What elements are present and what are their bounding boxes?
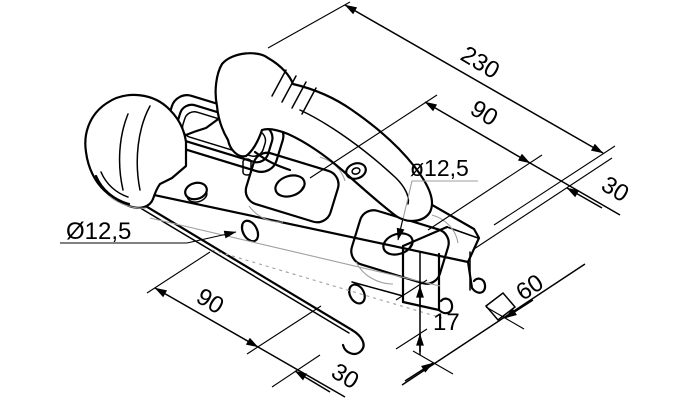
dim-label-front-hole-pitch: 90 — [192, 283, 229, 320]
pivot-pin — [242, 158, 252, 176]
top-hole-right — [382, 232, 414, 256]
dim-label-front-hole-diameter: Ø12,5 — [66, 218, 131, 245]
dim-channel-height: 17 — [395, 252, 460, 355]
square-symbol — [484, 291, 517, 322]
plate-boss-2 — [184, 181, 208, 203]
top-hole-left — [274, 174, 306, 198]
coupling-body — [84, 52, 487, 355]
dim-top-edge-offset: 30 — [473, 157, 634, 250]
mounting-channel — [351, 225, 487, 315]
dim-top-hole-diameter: ø12,5 — [396, 155, 478, 241]
dim-front-hole-diameter: Ø12,5 — [60, 218, 237, 245]
dim-label-top-hole-diameter: ø12,5 — [410, 155, 469, 181]
hidden-lines — [149, 156, 459, 319]
coupling-lever — [214, 52, 434, 222]
front-hole-right — [348, 283, 366, 305]
ball-cup — [84, 93, 188, 209]
dim-label-overall-length: 230 — [456, 41, 504, 85]
dim-label-top-edge-offset: 30 — [597, 171, 634, 208]
dim-square-size: 60 — [401, 263, 586, 386]
dim-front-hole-pitch: 90 — [146, 251, 322, 355]
grip-hatch-lines — [271, 69, 317, 115]
front-hole-left — [240, 219, 260, 243]
dim-label-square-size: 60 — [511, 269, 548, 306]
lever-hole — [345, 162, 367, 180]
lever-outline — [214, 52, 434, 222]
dim-front-edge-offset: 30 — [257, 346, 363, 398]
dim-label-channel-height: 17 — [433, 309, 460, 336]
dim-label-top-hole-pitch: 90 — [466, 95, 503, 132]
